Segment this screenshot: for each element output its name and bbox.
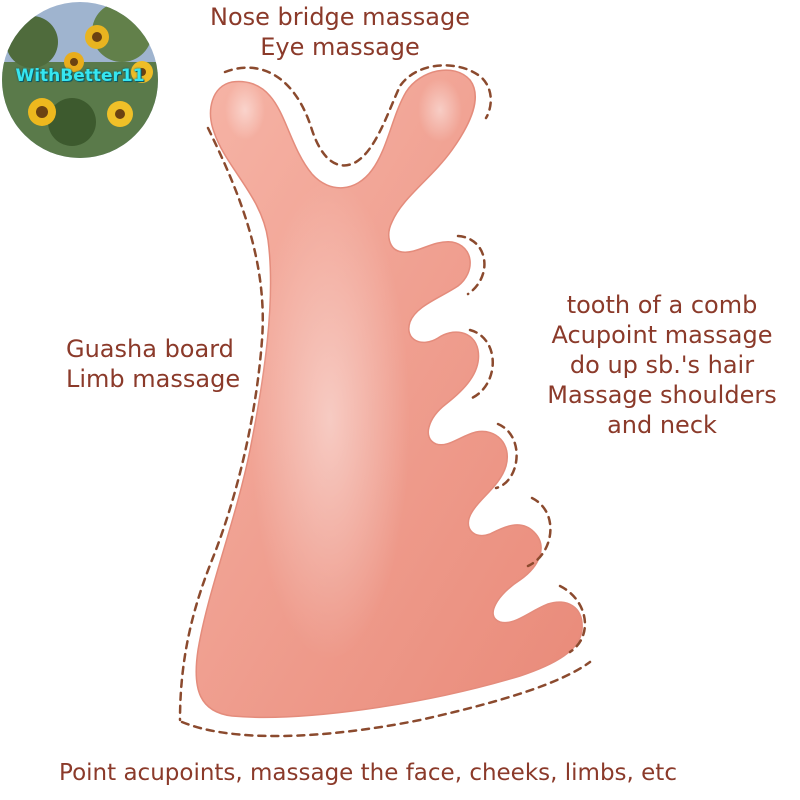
tooth-dashed-outline-5 xyxy=(558,584,587,654)
top-dashed-outline xyxy=(223,64,492,167)
tooth-dashed-outline-3 xyxy=(494,422,518,490)
stone-highlight xyxy=(225,80,265,140)
callout-line: do up sb.'s hair xyxy=(569,351,755,379)
nose-eye-callout: Nose bridge massage Eye massage xyxy=(0,2,680,62)
logo-text: WithBetter11 xyxy=(15,66,145,86)
bottom-caption: Point acupoints, massage the face, cheek… xyxy=(59,760,677,786)
bottom-dashed-outline xyxy=(180,660,592,738)
callout-line: Guasha board xyxy=(66,335,234,363)
left-dashed-outline xyxy=(178,126,264,722)
callout-line: Nose bridge massage xyxy=(210,3,470,31)
comb-teeth-callout: tooth of a comb Acupoint massage do up s… xyxy=(532,290,792,440)
callout-line: Massage shoulders xyxy=(547,381,777,409)
callout-line: Limb massage xyxy=(66,365,241,393)
tooth-dashed-outline-2 xyxy=(468,328,494,400)
tooth-dashed-outline-1 xyxy=(456,234,486,296)
stone-highlight xyxy=(250,180,410,660)
callout-line: and neck xyxy=(607,411,717,439)
callout-line: Eye massage xyxy=(260,33,420,61)
brand-logo: WithBetter11 xyxy=(2,2,158,158)
tooth-dashed-outline-4 xyxy=(526,496,552,568)
callout-line: tooth of a comb xyxy=(566,291,758,319)
callout-line: Acupoint massage xyxy=(551,321,773,349)
guasha-board-callout: Guasha board Limb massage xyxy=(66,334,240,394)
sunflower-photo xyxy=(2,2,158,158)
stone-highlight xyxy=(418,78,462,142)
